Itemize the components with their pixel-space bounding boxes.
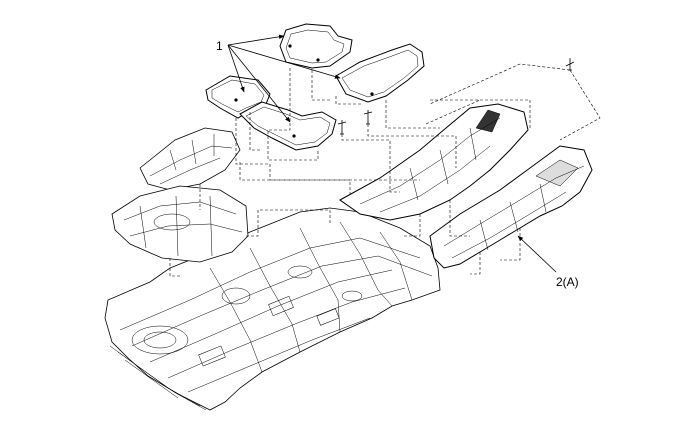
clip-fastener-center [363, 110, 373, 125]
rear-floor-carpet [429, 145, 593, 269]
front-floor-carpet [339, 103, 529, 221]
callout-carpet: 2(A) [517, 235, 579, 289]
callout-label-2a: 2(A) [556, 275, 579, 289]
clip-fastener-left [337, 120, 347, 135]
cowl-floor-panel [111, 185, 249, 263]
clip-fastener-right [565, 58, 575, 71]
dash-side-panel [139, 127, 241, 191]
floor-mat-front-left [279, 23, 353, 69]
callout-floor-mats: 1 [216, 34, 341, 123]
callout-label-1: 1 [216, 39, 223, 53]
floor-mat-rear-center [239, 101, 337, 151]
floor-mat-front-right [335, 43, 425, 103]
